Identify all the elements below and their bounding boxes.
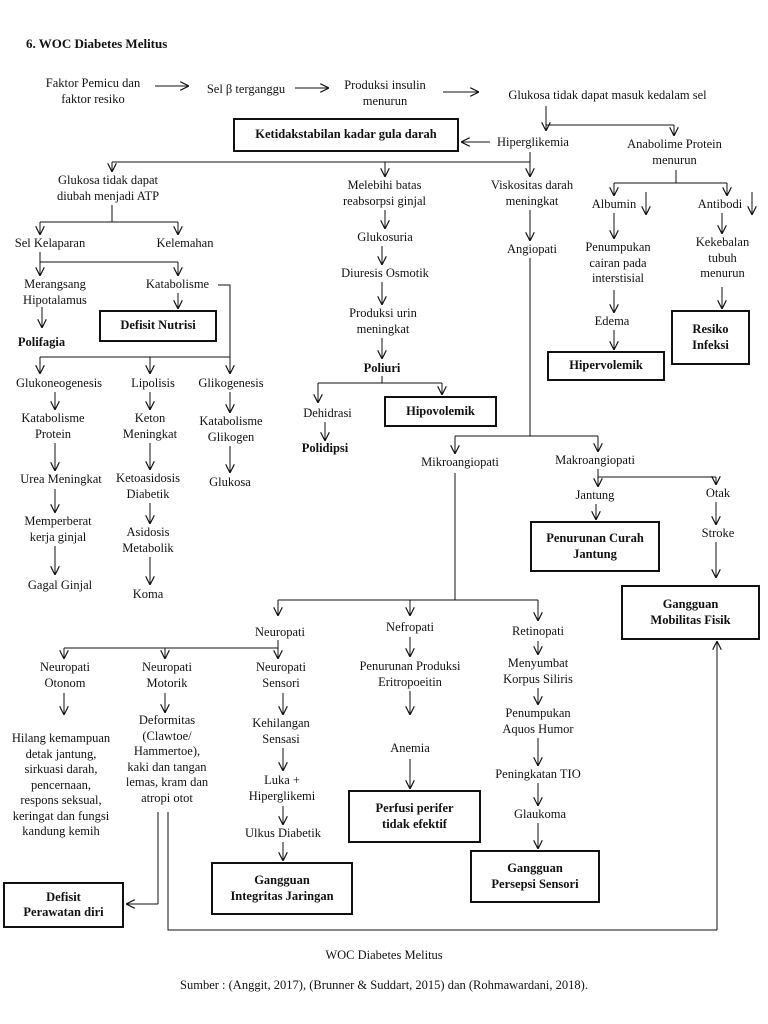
figure-caption: WOC Diabetes Melitus — [325, 948, 443, 962]
node-ketoasidosis: Ketoasidosis Diabetik — [116, 471, 180, 501]
node-poliuri: Poliuri — [363, 361, 401, 375]
node-katabolisme: Katabolisme — [145, 277, 210, 291]
figure-source: Sumber : (Anggit, 2017), (Brunner & Sudd… — [180, 978, 588, 992]
dx-gangguan-persepsi-sensori: Gangguan Persepsi Sensori — [470, 850, 600, 903]
connector-96 — [167, 812, 717, 931]
dx-hipervolemik: Hipervolemik — [547, 351, 665, 381]
node-kelemahan: Kelemahan — [156, 236, 214, 250]
node-otak: Otak — [705, 486, 731, 500]
node-merangsang: Merangsang Hipotalamus — [23, 277, 87, 307]
node-glikogenesis: Glikogenesis — [198, 376, 264, 390]
node-lipolisis: Lipolisis — [131, 376, 175, 390]
node-hiperglikemia: Hiperglikemia — [497, 135, 569, 149]
node-menyumbat: Menyumbat Korpus Siliris — [503, 656, 573, 686]
node-deformitas: Deformitas (Clawtoe/ Hammertoe), kaki da… — [125, 713, 209, 805]
node-memperberat: Memperberat kerja ginjal — [24, 514, 92, 544]
node-polifagia: Polifagia — [17, 335, 66, 349]
node-diuresis: Diuresis Osmotik — [341, 266, 429, 280]
diagram-title: 6. WOC Diabetes Melitus — [26, 36, 168, 51]
node-koma: Koma — [132, 587, 164, 601]
dx-perfusi-perifer: Perfusi perifer tidak efektif — [348, 790, 481, 843]
node-penumpukan-aquos: Penumpukan Aquos Humor — [502, 706, 574, 736]
node-anabolisme-protein: Anabolime Protein menurun — [627, 137, 722, 167]
dx-gangguan-integritas-jaringan: Gangguan Integritas Jaringan — [211, 862, 353, 915]
node-viskositas: Viskositas darah meningkat — [490, 178, 574, 208]
node-faktor-pemicu: Faktor Pemicu dan faktor resiko — [45, 76, 141, 106]
node-jantung: Jantung — [575, 488, 615, 502]
connector-6 — [545, 124, 674, 130]
node-dehidrasi: Dehidrasi — [303, 406, 352, 420]
node-produksi-insulin: Produksi insulin menurun — [344, 78, 426, 108]
node-glukoneogenesis: Glukoneogenesis — [15, 376, 103, 390]
node-polidipsi: Polidipsi — [301, 441, 349, 455]
dx-resiko-infeksi: Resiko Infeksi — [671, 310, 750, 365]
connector-29 — [218, 284, 231, 357]
node-glukosuria: Glukosuria — [357, 230, 413, 244]
node-kekebalan: Kekebalan tubuh menurun — [695, 235, 750, 280]
node-nefropati: Nefropati — [386, 620, 434, 634]
node-antibodi: Antibodi — [697, 197, 743, 211]
dx-defisit-perawatan-diri: Defisit Perawatan diri — [3, 882, 124, 928]
node-makroangiopati: Makroangiopati — [555, 453, 635, 467]
node-luka-hiperglikemi: Luka + Hiperglikemi — [248, 773, 316, 803]
node-edema: Edema — [594, 314, 630, 328]
node-asidosis: Asidosis Metabolik — [122, 525, 174, 555]
dx-gangguan-mobilitas-fisik: Gangguan Mobilitas Fisik — [621, 585, 760, 640]
node-neuropati: Neuropati — [255, 625, 305, 639]
dx-defisit-nutrisi: Defisit Nutrisi — [99, 310, 217, 342]
node-penumpukan-cairan: Penumpukan cairan pada interstisial — [585, 240, 651, 285]
node-glaukoma: Glaukoma — [513, 807, 567, 821]
dx-ketidakstabilan-gula-darah: Ketidakstabilan kadar gula darah — [233, 118, 459, 152]
node-katabolisme-protein: Katabolisme Protein — [21, 411, 85, 441]
node-kehilangan-sensasi: Kehilangan Sensasi — [252, 716, 310, 746]
node-neuropati-sensori: Neuropati Sensori — [256, 660, 306, 690]
node-glukosa-tidak-masuk: Glukosa tidak dapat masuk kedalam sel — [508, 88, 707, 102]
node-melebihi-batas: Melebihi batas reabsorpsi ginjal — [343, 178, 426, 208]
node-hilang-kemampuan: Hilang kemampuan detak jantung, sirkuasi… — [11, 731, 111, 838]
node-katabolisme-glikogen: Katabolisme Glikogen — [199, 414, 263, 444]
node-albumin: Albumin — [591, 197, 637, 211]
node-mikroangiopati: Mikroangiopati — [421, 455, 499, 469]
dx-hipovolemik: Hipovolemik — [384, 396, 497, 427]
node-neuropati-otonom: Neuropati Otonom — [40, 660, 90, 690]
node-sel-kelaparan: Sel Kelaparan — [14, 236, 86, 250]
node-penurunan-eritropoeitin: Penurunan Produksi Eritropoeitin — [359, 659, 461, 689]
node-glukosa: Glukosa — [209, 475, 251, 489]
node-produksi-urin: Produksi urin meningkat — [349, 306, 417, 336]
node-anemia: Anemia — [390, 741, 430, 755]
node-peningkatan-tio: Peningkatan TIO — [495, 767, 581, 781]
node-glukosa-atp: Glukosa tidak dapat diubah menjadi ATP — [56, 173, 160, 203]
node-urea: Urea Meningkat — [20, 472, 102, 486]
node-keton: Keton Meningkat — [122, 411, 178, 441]
node-retinopati: Retinopati — [511, 624, 565, 638]
node-angiopati: Angiopati — [507, 242, 557, 256]
node-ulkus-diabetik: Ulkus Diabetik — [244, 826, 322, 840]
node-stroke: Stroke — [701, 526, 735, 540]
node-gagal-ginjal: Gagal Ginjal — [27, 578, 93, 592]
node-sel-beta: Sel β terganggu — [206, 82, 286, 96]
node-neuropati-motorik: Neuropati Motorik — [142, 660, 192, 690]
dx-penurunan-curah-jantung: Penurunan Curah Jantung — [530, 521, 660, 572]
